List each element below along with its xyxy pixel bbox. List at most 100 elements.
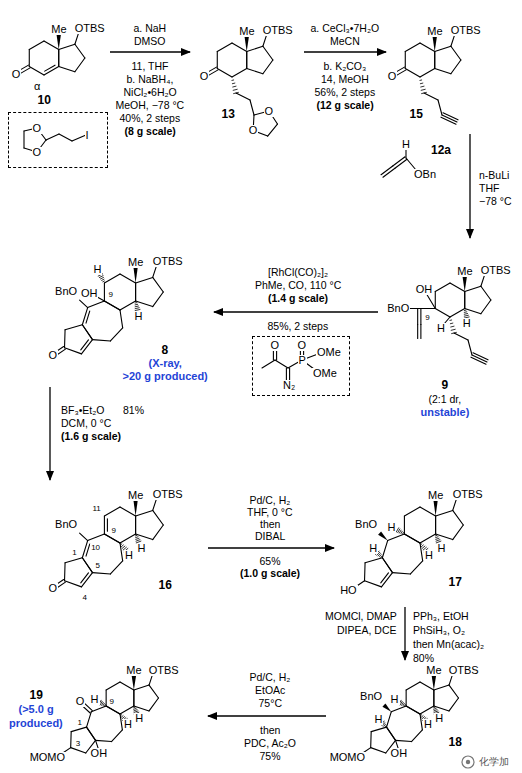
atom-label: Me xyxy=(125,665,142,676)
bond xyxy=(449,698,458,711)
bond xyxy=(434,52,435,69)
reagent-text: −78 °C xyxy=(478,196,513,207)
bond xyxy=(453,498,457,510)
bond xyxy=(263,35,267,47)
yield-note: (>5.0 g xyxy=(18,704,55,715)
bond xyxy=(153,525,164,540)
bond xyxy=(134,708,136,710)
bond xyxy=(104,507,120,516)
compound-number: 9 xyxy=(441,379,450,391)
bond xyxy=(396,740,399,748)
bond xyxy=(250,100,254,115)
atom-label: OTBS xyxy=(74,23,106,34)
atom-label: O xyxy=(47,583,58,594)
atom-label: Me xyxy=(456,266,473,277)
bond xyxy=(404,516,405,534)
bond xyxy=(120,274,136,283)
reaction-arrow xyxy=(404,607,405,660)
bond xyxy=(387,727,396,740)
bond xyxy=(106,682,120,690)
bond xyxy=(396,528,398,532)
bond xyxy=(403,703,404,705)
atom-label: OTBS xyxy=(448,665,480,676)
bond xyxy=(122,546,125,548)
reagent-text: NiCl₂•6H₂O xyxy=(123,87,178,98)
atom-label: I xyxy=(85,130,90,141)
bond xyxy=(133,690,134,706)
bond xyxy=(434,708,436,710)
bond xyxy=(153,265,157,277)
bond xyxy=(134,706,149,711)
wedge-bond xyxy=(57,34,61,49)
bond xyxy=(381,556,382,557)
bond xyxy=(120,682,134,690)
bond xyxy=(82,558,92,573)
bond xyxy=(246,52,247,69)
bond xyxy=(120,715,121,716)
bond xyxy=(233,89,237,90)
atom-label: N₂ xyxy=(282,380,296,391)
bond xyxy=(436,534,453,540)
bond xyxy=(468,340,472,355)
bond xyxy=(135,516,136,534)
atom-label: Me xyxy=(127,490,144,501)
bond xyxy=(120,301,136,310)
bond xyxy=(120,310,123,328)
atom-label: O xyxy=(11,69,22,80)
bond xyxy=(454,333,468,340)
bond xyxy=(153,498,157,510)
bond xyxy=(402,532,404,534)
bond xyxy=(96,740,112,741)
bond xyxy=(420,309,421,325)
bond xyxy=(102,702,104,705)
bond xyxy=(420,534,436,543)
atom-label: H xyxy=(423,719,433,730)
bond xyxy=(134,710,137,711)
atom-label: OTBS xyxy=(152,489,184,500)
bond xyxy=(405,149,406,158)
atom-label: H xyxy=(390,694,400,705)
bond xyxy=(382,541,387,558)
bond xyxy=(82,558,92,573)
atom-label: Me xyxy=(426,26,443,37)
compound: MeOTBSO15 xyxy=(388,6,518,132)
carbon-number: 11 xyxy=(91,505,101,513)
bond xyxy=(436,538,439,539)
yield-note: >20 g produced) xyxy=(122,371,209,382)
compound-number: 19 xyxy=(29,689,44,701)
scale-note: (1.4 g scale) xyxy=(267,293,329,304)
compound: MeOTBSH9OHHBnOO8(X-ray,>20 g produced) xyxy=(4,245,212,385)
bond xyxy=(364,563,366,581)
bond xyxy=(135,307,139,309)
bond xyxy=(436,536,438,538)
atom-label: HO xyxy=(339,585,358,596)
atom-label: O xyxy=(32,147,43,158)
bond xyxy=(451,35,455,47)
bond xyxy=(382,558,392,573)
bond xyxy=(450,283,465,292)
atom-label: H xyxy=(134,311,144,322)
bond xyxy=(435,535,437,537)
bond xyxy=(419,308,435,309)
bond xyxy=(420,43,435,52)
bond xyxy=(438,100,442,115)
wedge-bond xyxy=(378,531,388,540)
bond xyxy=(381,573,389,583)
bond xyxy=(153,292,164,307)
reagent-text: MOMCl, DMAP xyxy=(324,611,398,622)
bond xyxy=(80,300,88,307)
bond xyxy=(365,581,382,587)
atom-label: O xyxy=(248,125,259,136)
atom-label: O xyxy=(47,350,58,361)
bond xyxy=(434,706,449,711)
bond xyxy=(473,353,488,360)
atom-label: Me xyxy=(425,665,442,676)
reagent-text: b. K₂CO₃ xyxy=(323,61,368,72)
bond xyxy=(263,46,273,60)
bond xyxy=(450,309,465,318)
bond xyxy=(65,581,82,587)
bond xyxy=(149,698,158,711)
compound-number: 13 xyxy=(221,108,236,120)
bond xyxy=(107,519,108,532)
compound: MeOTBSOα10 xyxy=(4,6,108,106)
